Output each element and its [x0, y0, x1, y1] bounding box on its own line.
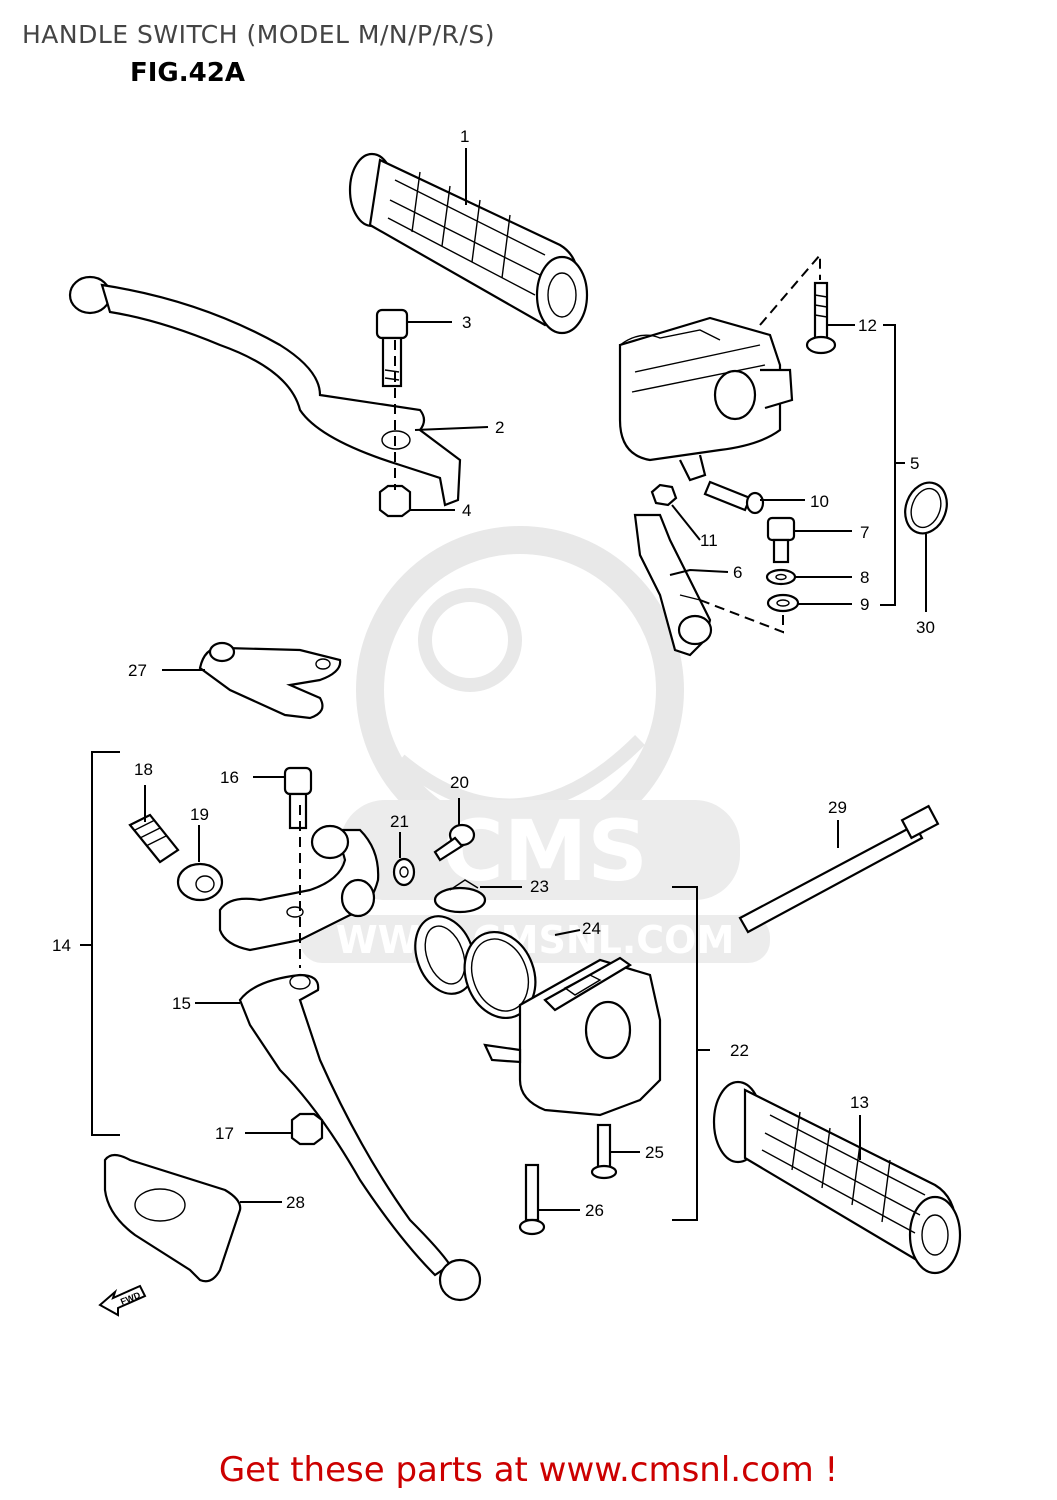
- callout-23: 23: [530, 877, 549, 896]
- watermark-logo: CMS WWW.CMSNL.COM: [300, 526, 770, 963]
- clutch-bracket: [218, 824, 380, 952]
- callout-12: 12: [858, 316, 877, 335]
- bolt-part-16: [283, 766, 313, 830]
- callout-1: 1: [460, 127, 469, 146]
- callout-14: 14: [52, 936, 71, 955]
- callout-29: 29: [828, 798, 847, 817]
- bracket-part-27: [198, 641, 342, 720]
- screw-part-26: [518, 1163, 546, 1236]
- screw-part-7: [766, 516, 796, 564]
- cable-tie-part-29: [738, 804, 940, 934]
- grip-left-part-1: [348, 152, 589, 335]
- callout-18: 18: [134, 760, 153, 779]
- bolt-part-3: [375, 308, 409, 388]
- callout-28: 28: [286, 1193, 305, 1212]
- callout-22: 22: [730, 1041, 749, 1060]
- cta-link[interactable]: Get these parts at www.cmsnl.com !: [218, 1450, 839, 1490]
- callout-20: 20: [450, 773, 469, 792]
- callout-19: 19: [190, 805, 209, 824]
- figure-number: FIG.42A: [130, 58, 245, 88]
- callout-21: 21: [390, 812, 409, 831]
- watermark-logo-text: CMS: [442, 802, 648, 900]
- screw-part-10: [703, 480, 765, 515]
- switch-housing-part-22: [483, 956, 662, 1117]
- diagram-title: HANDLE SWITCH (MODEL M/N/P/R/S): [22, 20, 495, 49]
- callout-9: 9: [860, 595, 869, 614]
- clamp-part-23: [433, 879, 487, 914]
- locknut-part-19: [176, 862, 224, 902]
- fwd-label: FWD: [119, 1290, 142, 1307]
- brake-switch-part-6: [633, 513, 713, 657]
- washer-part-8: [765, 568, 797, 586]
- callout-15: 15: [172, 994, 191, 1013]
- callout-13: 13: [850, 1093, 869, 1112]
- callout-6: 6: [733, 563, 742, 582]
- callout-11: 11: [700, 531, 718, 550]
- callout-4: 4: [462, 501, 471, 520]
- callout-25: 25: [645, 1143, 664, 1162]
- throttle-rings-part-24: [414, 915, 537, 1020]
- screw-part-25: [590, 1123, 618, 1180]
- callout-16: 16: [220, 768, 239, 787]
- callout-27: 27: [128, 661, 147, 680]
- clutch-lever-part-15: [238, 973, 482, 1302]
- callout-30: 30: [916, 618, 935, 637]
- callout-26: 26: [585, 1201, 604, 1220]
- nut-part-11: [650, 483, 678, 507]
- front-brake-lever-part-2: [68, 275, 462, 507]
- grip-right-part-13: [712, 1080, 962, 1275]
- o-ring-part-30: [904, 481, 948, 535]
- watermark-url: WWW.CMSNL.COM: [336, 918, 735, 962]
- screw-part-20: [433, 823, 476, 862]
- master-cylinder-part-5: [618, 316, 794, 482]
- callout-17: 17: [215, 1124, 234, 1143]
- nut-part-4: [378, 484, 412, 518]
- callout-24: 24: [582, 919, 601, 938]
- washer-part-9: [766, 593, 800, 613]
- callout-8: 8: [860, 568, 869, 587]
- callout-5: 5: [910, 454, 919, 473]
- nut-part-17: [290, 1112, 324, 1146]
- forward-arrow-icon: FWD: [98, 1284, 147, 1317]
- callouts: 1 2 3 4 5 6 7 8 9 10 11 12 13 14 15 16 1…: [52, 127, 935, 1220]
- callout-10: 10: [810, 492, 829, 511]
- lever-cover-part-28: [103, 1153, 242, 1283]
- leader-lines: [80, 148, 927, 1221]
- callout-3: 3: [462, 313, 471, 332]
- bolt-part-12: [805, 281, 837, 355]
- callout-2: 2: [495, 418, 504, 437]
- adjuster-part-18: [128, 813, 180, 864]
- callout-7: 7: [860, 523, 869, 542]
- washer-part-21: [392, 857, 416, 887]
